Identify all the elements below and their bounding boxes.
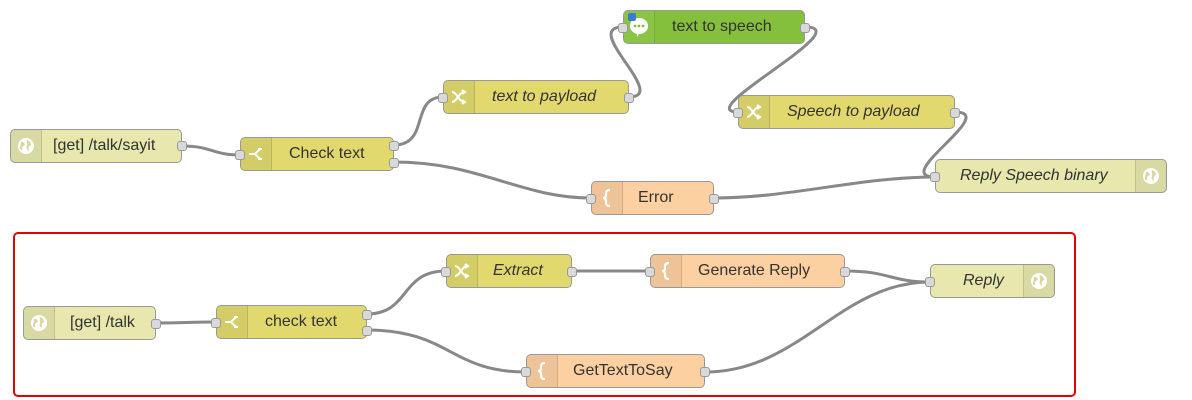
function-node-error[interactable]: Error (586, 181, 719, 215)
node-label: check text (265, 313, 338, 330)
output-port[interactable] (389, 158, 399, 168)
output-port[interactable] (840, 267, 850, 277)
input-port[interactable] (441, 267, 451, 277)
highlight-group-frame (13, 232, 1076, 397)
node-label: Reply Speech binary (960, 167, 1108, 184)
input-port[interactable] (235, 150, 245, 160)
wire (727, 25, 818, 114)
function-node-generate-reply[interactable]: Generate Reply (645, 254, 850, 288)
function-brace-icon (661, 261, 670, 281)
function-node-get-text-to-say[interactable]: GetTextToSay (521, 354, 710, 388)
shuffle-icon (451, 89, 467, 105)
globe-icon (1031, 273, 1047, 289)
wire (180, 144, 242, 157)
globe-icon (18, 138, 34, 154)
input-port[interactable] (930, 172, 940, 182)
node-label: Reply (963, 272, 1004, 289)
wire (609, 25, 642, 99)
input-port[interactable] (733, 108, 743, 118)
change-node-speech-to-payload[interactable]: Speech to payload (733, 95, 960, 129)
shuffle-icon (746, 104, 762, 120)
output-port[interactable] (151, 319, 161, 329)
shuffle-icon (454, 263, 470, 279)
output-port[interactable] (567, 267, 577, 277)
speech-bubble-icon (630, 18, 648, 37)
http-in-node-talk-sayit[interactable]: [get] /talk/sayit (10, 129, 187, 163)
node-label: GetTextToSay (573, 362, 673, 379)
http-response-node-reply-speech-binary[interactable]: Reply Speech binary (930, 159, 1167, 193)
output-port[interactable] (950, 108, 960, 118)
input-port[interactable] (521, 367, 531, 377)
node-label: text to speech (672, 18, 772, 35)
wire (154, 320, 218, 325)
node-label: Extract (493, 262, 543, 279)
node-label: Error (638, 189, 674, 206)
switch-node-check-text-lower[interactable]: check text (211, 305, 372, 339)
globe-icon (1143, 168, 1159, 184)
node-label: text to payload (492, 88, 597, 105)
http-in-node-talk[interactable]: [get] /talk (23, 306, 161, 340)
wire (922, 110, 968, 179)
output-port[interactable] (800, 23, 810, 33)
change-node-extract[interactable]: Extract (441, 254, 577, 288)
wire (703, 280, 932, 374)
switch-icon (225, 316, 238, 328)
input-port[interactable] (645, 267, 655, 277)
function-brace-icon (537, 361, 546, 381)
watson-node-text-to-speech[interactable]: text to speech (618, 10, 810, 44)
input-port[interactable] (618, 23, 628, 33)
node-label: [get] /talk (70, 314, 135, 331)
input-port[interactable] (586, 194, 596, 204)
wire (365, 328, 528, 374)
output-port[interactable] (362, 310, 372, 320)
output-port[interactable] (624, 93, 634, 103)
switch-icon (249, 148, 262, 160)
output-port[interactable] (700, 367, 710, 377)
wire (392, 95, 445, 147)
output-port[interactable] (177, 141, 187, 151)
change-node-text-to-payload[interactable]: text to payload (438, 80, 634, 114)
output-port[interactable] (362, 326, 372, 336)
node-label: [get] /talk/sayit (53, 137, 156, 154)
wire (712, 175, 937, 200)
switch-node-check-text[interactable]: Check text (235, 137, 399, 171)
output-port[interactable] (389, 141, 399, 151)
input-port[interactable] (925, 277, 935, 287)
node-label: Generate Reply (698, 262, 811, 279)
input-port[interactable] (438, 93, 448, 103)
http-response-node-reply[interactable]: Reply (925, 264, 1055, 298)
wire (365, 269, 448, 316)
input-port[interactable] (211, 318, 221, 328)
function-brace-icon (602, 188, 611, 208)
output-port[interactable] (709, 194, 719, 204)
node-label: Speech to payload (787, 103, 920, 120)
wire (392, 160, 593, 200)
globe-icon (31, 315, 47, 331)
status-badge-icon (628, 13, 636, 21)
node-label: Check text (289, 145, 365, 162)
